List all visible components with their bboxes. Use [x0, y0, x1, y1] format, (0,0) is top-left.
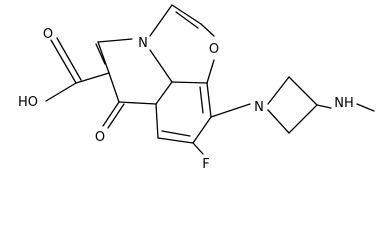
bond — [161, 130, 191, 137]
bond — [97, 38, 133, 43]
carboxyl-oxygen-label: O — [43, 27, 53, 42]
bond — [171, 4, 202, 25]
bond — [192, 116, 212, 144]
bond — [210, 103, 251, 118]
bond — [108, 72, 120, 103]
bonds — [45, 4, 375, 155]
atom-labels: HO O O N O N NH F — [18, 27, 354, 172]
keto-oxygen-label: O — [95, 130, 105, 145]
bond — [288, 104, 318, 134]
hydroxyl-label: HO — [18, 95, 38, 110]
bond — [200, 23, 215, 37]
bond — [149, 4, 173, 37]
bond — [95, 43, 106, 65]
bond — [149, 49, 173, 83]
bond — [50, 39, 77, 84]
bond — [288, 76, 318, 106]
azetidine-nitrogen-label: N — [254, 100, 264, 115]
ring-nitrogen-label: N — [138, 36, 148, 51]
bond — [56, 37, 82, 81]
bond — [192, 142, 204, 155]
bond — [97, 41, 110, 74]
methylamine-nh-label: NH — [334, 96, 354, 111]
bond — [75, 72, 110, 84]
bond — [155, 81, 173, 105]
bond — [267, 109, 290, 134]
bond — [267, 76, 290, 105]
bond — [206, 59, 215, 84]
bond — [107, 103, 125, 129]
bond — [102, 101, 120, 127]
bond — [157, 137, 194, 144]
bond — [155, 103, 159, 139]
bond — [199, 86, 204, 114]
bond — [206, 82, 212, 118]
bond — [356, 103, 375, 112]
fluorine-label: F — [202, 157, 209, 172]
bond — [175, 11, 199, 29]
bond — [118, 101, 157, 105]
ring-oxygen-label: O — [209, 42, 219, 57]
molecule-structure: HO O O N O N NH F — [18, 4, 375, 172]
bond — [45, 82, 77, 102]
bond — [316, 104, 332, 109]
bond — [171, 81, 208, 84]
